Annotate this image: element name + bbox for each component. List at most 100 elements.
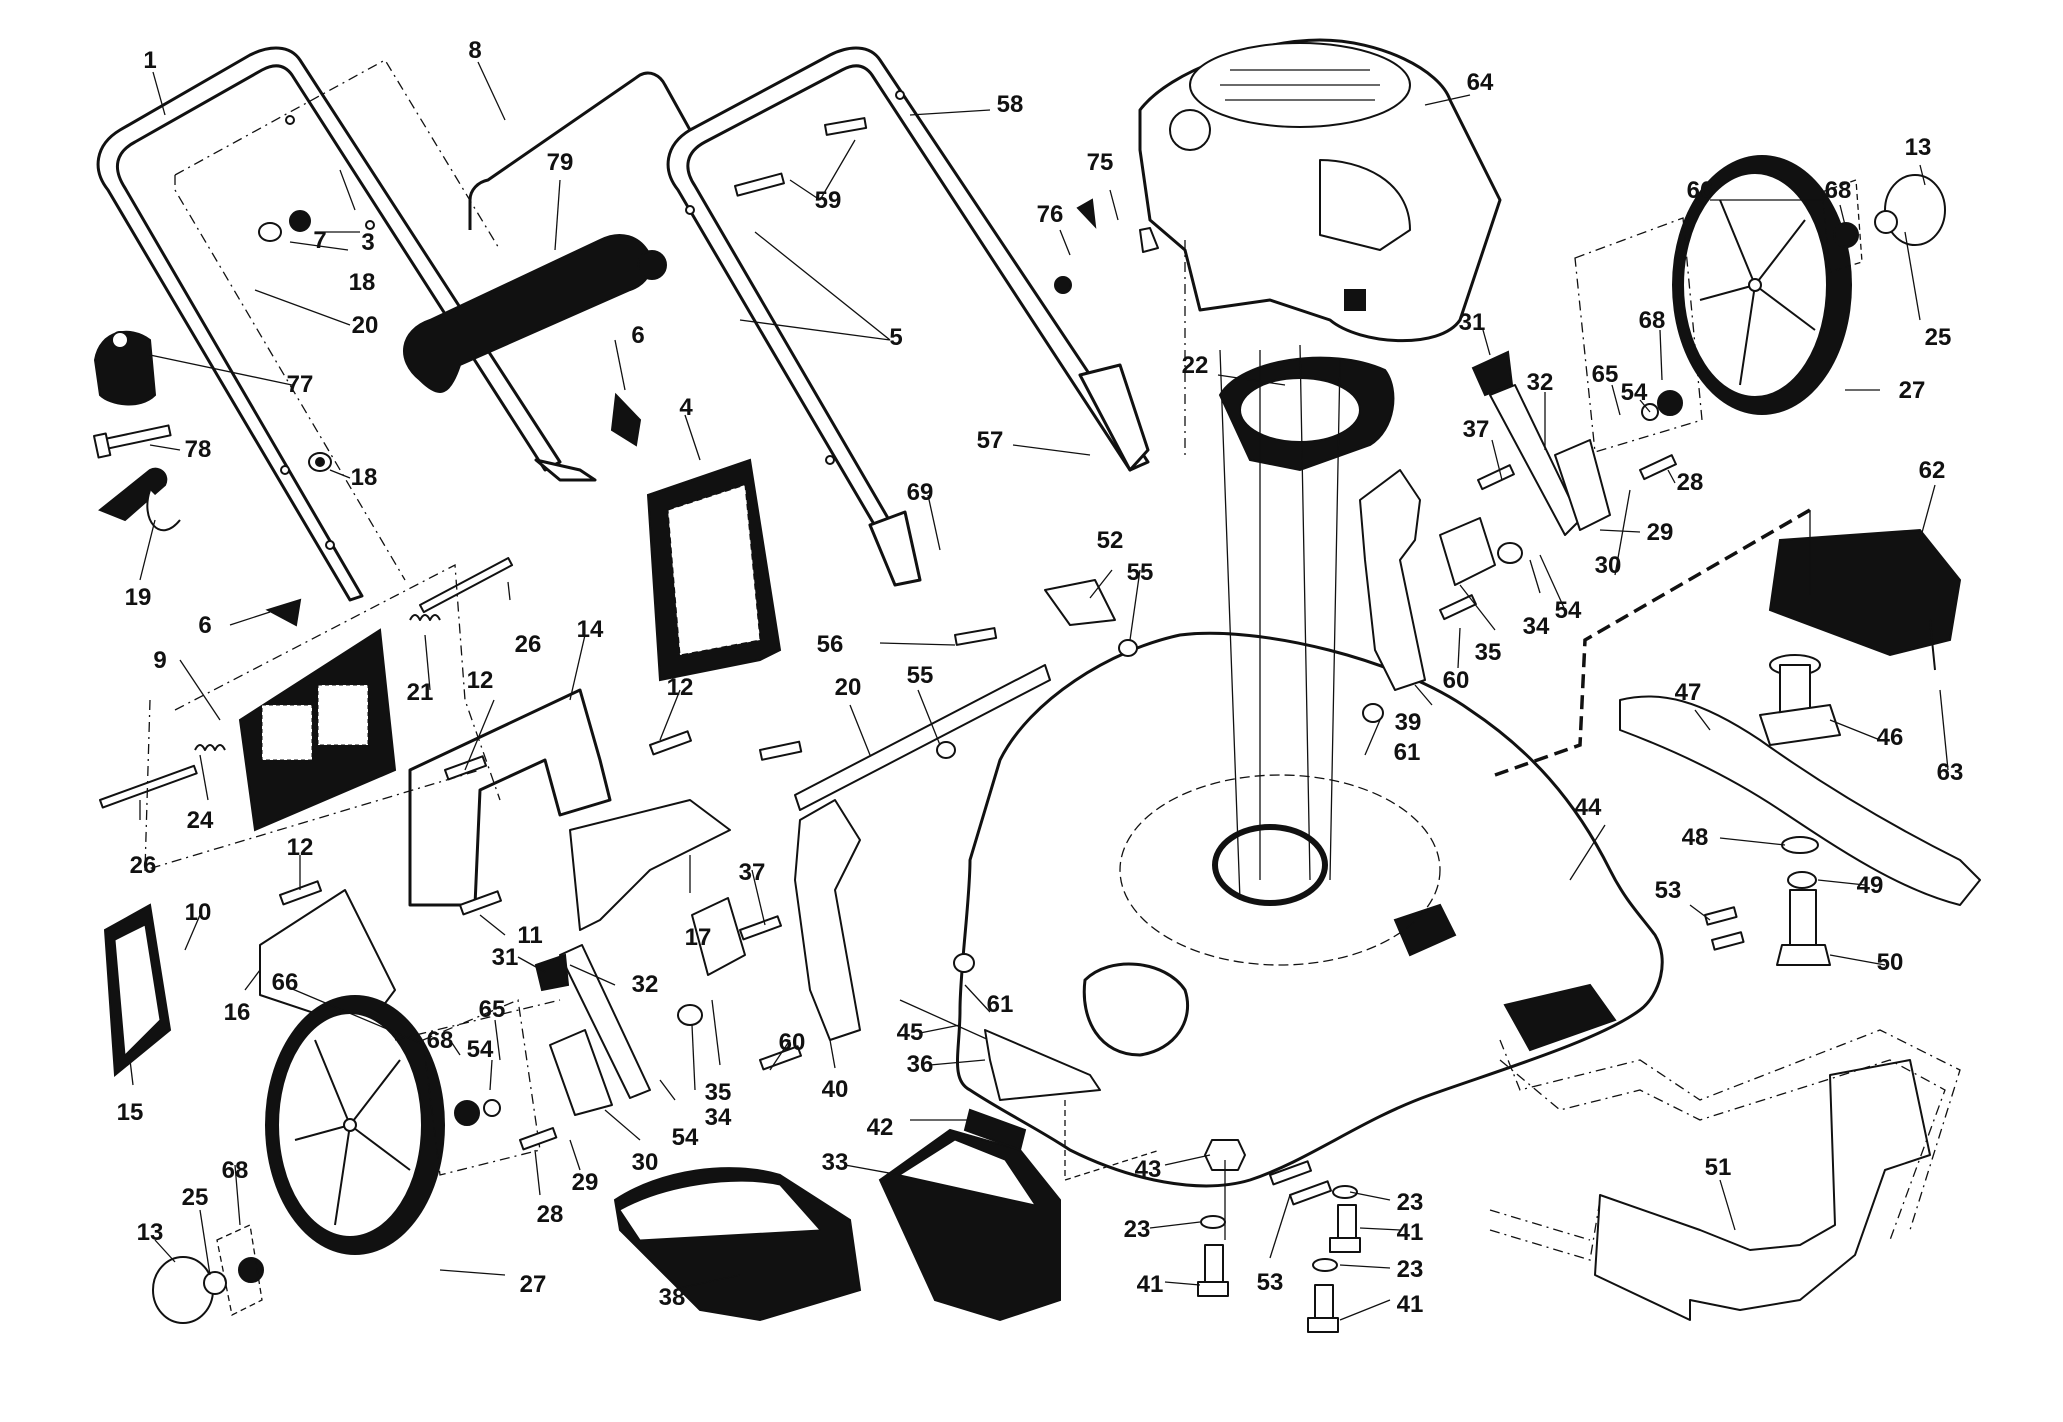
- hubcap-left: [152, 1256, 214, 1324]
- callout-35b: 35: [705, 1079, 732, 1106]
- callout-22: 22: [1182, 352, 1209, 379]
- callout-31b: 31: [492, 944, 519, 971]
- callout-6a: 6: [198, 612, 211, 639]
- bar-20: [794, 664, 1051, 811]
- callout-20a: 20: [352, 312, 379, 339]
- callout-1: 1: [143, 47, 156, 74]
- chute-17: [569, 799, 731, 931]
- callout-34a: 34: [1523, 613, 1550, 640]
- callout-56: 56: [817, 631, 844, 658]
- callout-34b: 34: [705, 1104, 732, 1131]
- blade-adapter: [1759, 654, 1841, 746]
- rear-wheel-right: [1672, 155, 1852, 415]
- callout-57: 57: [977, 427, 1004, 454]
- callout-24: 24: [187, 807, 214, 834]
- callout-29a: 29: [1647, 519, 1674, 546]
- callout-31a: 31: [1459, 309, 1486, 336]
- callout-39: 39: [1395, 709, 1422, 736]
- callout-54d: 54: [672, 1124, 699, 1151]
- callout-66a: 66: [1687, 177, 1714, 204]
- callout-18b: 18: [351, 464, 378, 491]
- callout-35a: 35: [1475, 639, 1502, 666]
- callout-28b: 28: [537, 1201, 564, 1228]
- front-wheel-left: [265, 995, 445, 1255]
- callout-64: 64: [1467, 69, 1494, 96]
- leader-lines: [129, 61, 1949, 1321]
- callout-23a: 23: [1124, 1216, 1151, 1243]
- hardware-small: [258, 198, 1159, 627]
- callout-49: 49: [1857, 872, 1884, 899]
- bolt-78: [92, 424, 172, 459]
- callout-8: 8: [468, 37, 481, 64]
- callout-30a: 30: [1595, 552, 1622, 579]
- callout-33: 33: [822, 1149, 849, 1176]
- callout-10: 10: [185, 899, 212, 926]
- callout-68d: 68: [222, 1157, 249, 1184]
- callout-48: 48: [1682, 824, 1709, 851]
- callout-5: 5: [889, 324, 902, 351]
- blade-bolt: [1776, 889, 1831, 966]
- callout-40: 40: [822, 1076, 849, 1103]
- callout-25a: 25: [1925, 324, 1952, 351]
- callout-29b: 29: [572, 1169, 599, 1196]
- rear-door: [238, 628, 397, 832]
- callout-23c: 23: [1397, 1256, 1424, 1283]
- callout-52: 52: [1097, 527, 1124, 554]
- bail-wire: [468, 71, 692, 230]
- callout-15: 15: [117, 1099, 144, 1126]
- handle-grip: [403, 234, 653, 393]
- callout-20b: 20: [835, 674, 862, 701]
- handle-knob: [98, 467, 181, 532]
- callout-37b: 37: [739, 859, 766, 886]
- callout-38: 38: [659, 1284, 686, 1311]
- callout-61b: 61: [987, 991, 1014, 1018]
- callout-54a: 54: [1621, 379, 1648, 406]
- guard-52: [1044, 579, 1116, 626]
- callout-75: 75: [1087, 149, 1114, 176]
- callout-32b: 32: [632, 971, 659, 998]
- callout-14: 14: [577, 616, 604, 643]
- callout-28a: 28: [1677, 469, 1704, 496]
- bracket-14: [408, 688, 612, 907]
- callout-60b: 60: [779, 1029, 806, 1056]
- callout-63: 63: [1937, 759, 1964, 786]
- callout-55a: 55: [1127, 559, 1154, 586]
- callout-13b: 13: [137, 1219, 164, 1246]
- callout-17: 17: [685, 924, 712, 951]
- callout-78: 78: [185, 436, 212, 463]
- callout-19: 19: [125, 584, 152, 611]
- callout-4: 4: [679, 394, 693, 421]
- callout-54c: 54: [467, 1036, 494, 1063]
- callout-13a: 13: [1905, 134, 1932, 161]
- callout-61a: 61: [1394, 739, 1421, 766]
- upper-handle: [666, 46, 1150, 587]
- callout-53b: 53: [1257, 1269, 1284, 1296]
- engine: [1138, 38, 1502, 343]
- height-bracket-39: [1359, 469, 1426, 691]
- callout-9: 9: [153, 647, 166, 674]
- callout-54b: 54: [1555, 597, 1582, 624]
- callout-65a: 65: [1592, 361, 1619, 388]
- callout-12a: 12: [467, 667, 494, 694]
- callout-25b: 25: [182, 1184, 209, 1211]
- callout-65b: 65: [479, 996, 506, 1023]
- filter-panel: [646, 458, 782, 682]
- callout-30b: 30: [632, 1149, 659, 1176]
- callout-58: 58: [997, 91, 1024, 118]
- callout-6b: 6: [631, 322, 644, 349]
- bolt-59: [734, 117, 868, 197]
- callout-3: 3: [361, 229, 374, 256]
- rear-shield: [1594, 1059, 1931, 1321]
- callout-76: 76: [1037, 201, 1064, 228]
- callout-12c: 12: [287, 834, 314, 861]
- callout-69: 69: [907, 479, 934, 506]
- callout-68b: 68: [1639, 307, 1666, 334]
- callout-41a: 41: [1397, 1219, 1424, 1246]
- callout-53a: 53: [1655, 877, 1682, 904]
- callout-46: 46: [1877, 724, 1904, 751]
- callout-27a: 27: [1899, 377, 1926, 404]
- callout-66b: 66: [272, 969, 299, 996]
- callout-26b: 26: [130, 852, 157, 879]
